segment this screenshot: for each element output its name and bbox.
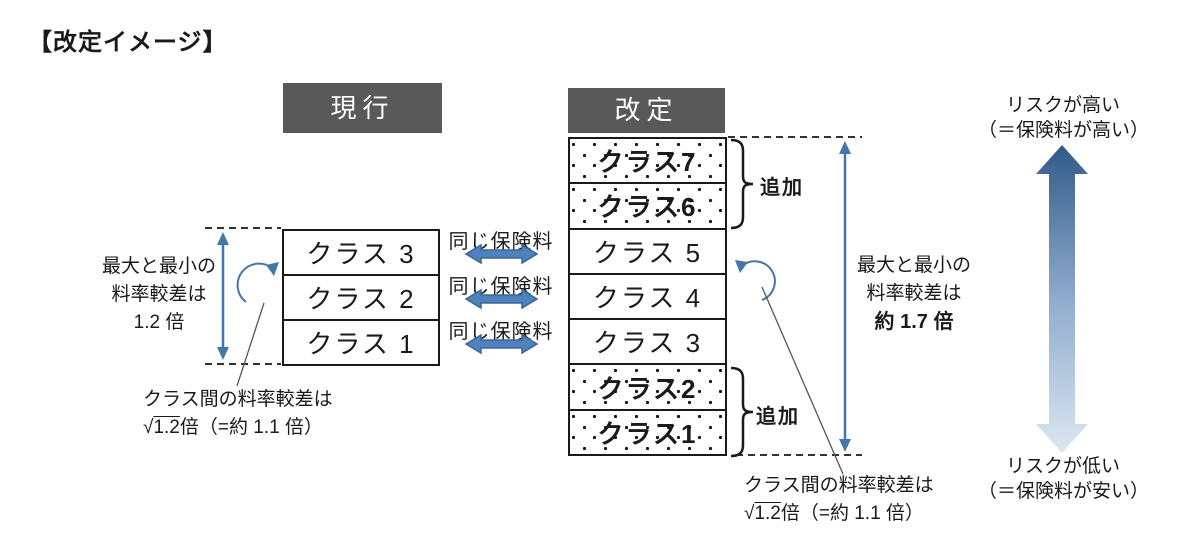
revised-range-note: 最大と最小の 料率較差は 約 1.7 倍 xyxy=(843,252,985,336)
revised-class-row-added: クラス6 xyxy=(570,182,725,228)
revised-class-row-added: クラス2 xyxy=(570,363,725,409)
revised-step-note-line2: √1.2倍（=約 1.1 倍） xyxy=(744,500,934,528)
added-top-brace xyxy=(730,138,754,230)
step-note-rest: 倍（=約 1.1 倍） xyxy=(179,417,323,438)
same-premium-label-3: 同じ保険料 xyxy=(448,321,554,343)
revised-range-note-line3: 約 1.7 倍 xyxy=(874,311,954,333)
sqrt-sign: √ xyxy=(744,503,755,524)
added-bottom-label: 追加 xyxy=(756,406,800,428)
same-premium-label-1: 同じ保険料 xyxy=(448,231,554,253)
added-top-label: 追加 xyxy=(760,177,804,199)
current-class-row: クラス 3 xyxy=(306,239,416,269)
risk-low-line2: （＝保険料が安い） xyxy=(978,481,1150,502)
risk-low-line1: リスクが低い xyxy=(1005,456,1120,477)
revised-class-row: クラス 3 xyxy=(570,318,725,363)
revised-class-row-added: クラス1 xyxy=(570,408,725,454)
revised-range-note-line1: 最大と最小の xyxy=(856,255,971,276)
revised-range-note-line2: 料率較差は xyxy=(866,283,962,304)
risk-high-line2: （＝保険料が高い） xyxy=(978,120,1150,141)
revised-column-header: 改定 xyxy=(568,88,725,133)
revised-class-stack: クラス7 クラス6 クラス 5 クラス 4 クラス 3 クラス2 クラス1 xyxy=(568,137,727,456)
current-class-row: クラス 2 xyxy=(284,274,438,319)
step-note-rest: 倍（=約 1.1 倍） xyxy=(780,503,924,524)
sqrt-value: 1.2 xyxy=(754,503,781,524)
current-step-curved-arrow-icon xyxy=(236,262,279,387)
same-premium-label-2: 同じ保険料 xyxy=(448,276,554,298)
current-range-note: 最大と最小の 料率較差は 1.2 倍 xyxy=(83,253,235,337)
current-range-note-line2: 料率較差は xyxy=(111,284,207,305)
risk-gradient-arrow-icon xyxy=(1036,145,1088,453)
revised-class-row: クラス 4 xyxy=(570,272,725,318)
sqrt-value: 1.2 xyxy=(153,417,180,438)
risk-high-line1: リスクが高い xyxy=(1005,95,1120,116)
revised-step-note-line1: クラス間の料率較差は xyxy=(744,475,934,496)
risk-high-note: リスクが高い （＝保険料が高い） xyxy=(978,93,1150,143)
current-step-note: クラス間の料率較差は √1.2倍（=約 1.1 倍） xyxy=(143,386,333,442)
revised-step-note: クラス間の料率較差は √1.2倍（=約 1.1 倍） xyxy=(744,472,934,528)
revised-class-row-added: クラス7 xyxy=(570,139,725,183)
current-step-note-line2: √1.2倍（=約 1.1 倍） xyxy=(143,414,333,442)
current-range-note-line3: 1.2 倍 xyxy=(133,312,185,333)
current-range-note-line1: 最大と最小の xyxy=(101,256,216,277)
revised-step-curved-arrow-icon xyxy=(735,260,844,475)
risk-low-note: リスクが低い （＝保険料が安い） xyxy=(978,454,1150,504)
added-bottom-brace xyxy=(730,366,754,458)
sqrt-sign: √ xyxy=(143,417,154,438)
current-class-row: クラス 1 xyxy=(284,319,438,364)
page-title: 【改定イメージ】 xyxy=(28,29,228,56)
revised-class-row: クラス 5 xyxy=(570,227,725,273)
current-step-note-line1: クラス間の料率較差は xyxy=(143,389,333,410)
current-column-header: 現行 xyxy=(283,83,442,133)
current-class-stack: クラス 3 クラス 2 クラス 1 xyxy=(282,229,440,366)
